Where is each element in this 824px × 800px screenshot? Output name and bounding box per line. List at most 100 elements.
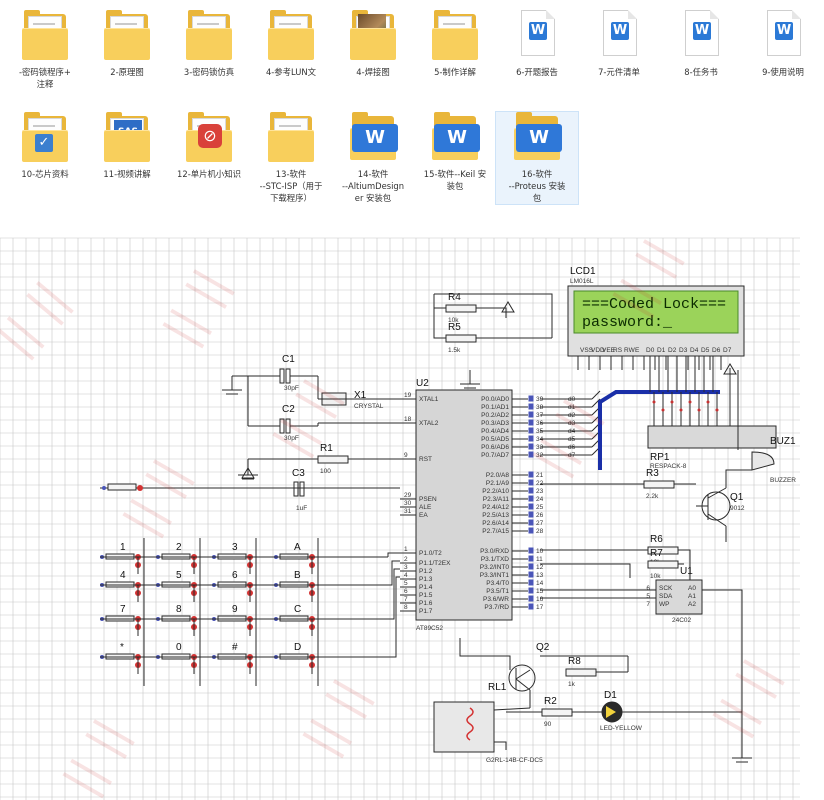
u1-ref: U1 (680, 566, 693, 577)
u1-pin-label: A2 (688, 601, 696, 608)
pin-marker (528, 487, 534, 494)
power-arrow (723, 363, 737, 375)
wire (540, 563, 631, 578)
mcu-pin-number: 39 (536, 396, 544, 403)
file-item-13[interactable]: ⊘12-单片机小知识 (168, 112, 250, 180)
folder-icon: ✓ (22, 112, 68, 164)
file-item-2[interactable]: 2-原理图 (86, 10, 168, 78)
mcu-pin-number: 10 (536, 548, 544, 555)
r1-resistor-ref: R1 (320, 443, 333, 454)
mcu-pin-name: XTAL1 (419, 396, 439, 403)
word-document-icon: W (514, 10, 560, 62)
folder-icon (432, 10, 478, 62)
lcd-pin-label: E (635, 347, 640, 354)
file-item-3[interactable]: 3-密码锁仿真 (168, 10, 250, 78)
mcu-pin-number: 23 (536, 488, 544, 495)
pin-marker (528, 451, 534, 458)
wire (476, 307, 507, 318)
file-item-14[interactable]: 13-软件 --STC-ISP（用于 下载程序） (250, 112, 332, 204)
lcd-pin-label: D4 (690, 347, 699, 354)
mcu-pin-name: P1.0/T2 (419, 550, 442, 557)
mcu-pin-number: 13 (536, 572, 544, 579)
r7-resistor-value: 10k (650, 573, 661, 580)
r7-resistor-ref: R7 (650, 548, 663, 559)
mcu-pin-name: P2.5/A13 (482, 512, 509, 519)
pin-marker (528, 403, 534, 410)
node-dot (652, 400, 656, 404)
x1-value: CRYSTAL (354, 403, 384, 410)
mcu-pin-name: P3.0/RXD (480, 548, 509, 555)
r2-resistor (541, 708, 573, 717)
u1-pin-number: 5 (646, 593, 650, 600)
mcu-pin-number: 24 (536, 496, 544, 503)
q2-transistor (508, 664, 536, 692)
r4-resistor (445, 304, 477, 313)
reset-button (107, 483, 137, 491)
watermark-mark: || || (703, 650, 789, 744)
mcu-pin-number: 34 (536, 436, 544, 443)
file-name-label: 8-任务书 (684, 67, 718, 77)
q1-ref: Q1 (730, 492, 744, 503)
r8-resistor (565, 668, 597, 677)
folder-icon (268, 112, 314, 164)
mcu-pin-name: RST (419, 456, 432, 463)
mcu-pin-name: P0.1/AD1 (481, 404, 509, 411)
mcu-pin-name: P1.6 (419, 600, 433, 607)
file-item-5[interactable]: 4-焊接图 (332, 10, 414, 78)
mcu-pin-number: 9 (404, 452, 408, 459)
mcu-pin-name: P0.4/AD4 (481, 428, 509, 435)
watermark-mark: || || (293, 670, 379, 764)
keypad-key-label: D (294, 642, 301, 653)
pin-marker (528, 587, 534, 594)
file-item-1[interactable]: -密码锁程序+ 注释 (4, 10, 86, 90)
r3-resistor-value: 2.2k (646, 493, 659, 500)
mcu-pin-number: 14 (536, 580, 544, 587)
pin-marker (528, 555, 534, 562)
watermark-mark: || || (113, 450, 199, 544)
pin-marker (528, 579, 534, 586)
c1-ref: C1 (282, 354, 295, 365)
pin-marker (528, 427, 534, 434)
lcd-pin-label: D0 (646, 347, 655, 354)
file-item-12[interactable]: SAS11-视频讲解 (86, 112, 168, 180)
file-item-6[interactable]: 5-制作详解 (414, 10, 496, 78)
word-document-icon: W (596, 10, 642, 62)
word-document-icon: W (514, 112, 562, 164)
file-item-11[interactable]: ✓10-芯片资料 (4, 112, 86, 180)
relay-rl1 (433, 701, 495, 753)
node-dot (715, 408, 719, 412)
rl1-value: G2RL-14B-CF-DC5 (486, 757, 543, 764)
u1-pin-label: A0 (688, 585, 696, 592)
mcu-pin-name: P3.6/WR (483, 596, 509, 603)
u1-value: 24C02 (672, 617, 692, 624)
file-item-8[interactable]: W 7-元件清单 (578, 10, 660, 78)
file-name-label: 4-参考LUN文 (265, 67, 317, 77)
lcd-line-2: password:_ (582, 314, 673, 331)
file-name-label: 2-原理图 (110, 67, 144, 77)
mcu-pin-name: P0.0/AD0 (481, 396, 509, 403)
mcu-pin-name: P1.4 (419, 584, 433, 591)
mcu-pin-number: 18 (404, 416, 412, 423)
c3-plate (299, 481, 305, 497)
lcd-pin-label: VEE (602, 347, 616, 354)
buz1-ref: BUZ1 (770, 436, 796, 447)
file-name-label: 4-焊接图 (356, 67, 390, 77)
file-name-label: 7-元件清单 (598, 67, 640, 77)
file-item-4[interactable]: 4-参考LUN文 (250, 10, 332, 78)
mcu-pin-number: 15 (536, 588, 544, 595)
lcd-pin-label: VSS (580, 347, 594, 354)
pin-marker (528, 503, 534, 510)
schematic-canvas: U2AT89C5219XTAL118XTAL29RST29PSEN30ALE31… (0, 230, 800, 800)
keypad-key-label: A (294, 542, 301, 553)
lcd-pin-label: D7 (723, 347, 732, 354)
lcd-pin-label: RS (613, 347, 623, 354)
mcu-pin-name: P3.3/INT1 (480, 572, 510, 579)
c2-value: 30pF (284, 435, 299, 442)
